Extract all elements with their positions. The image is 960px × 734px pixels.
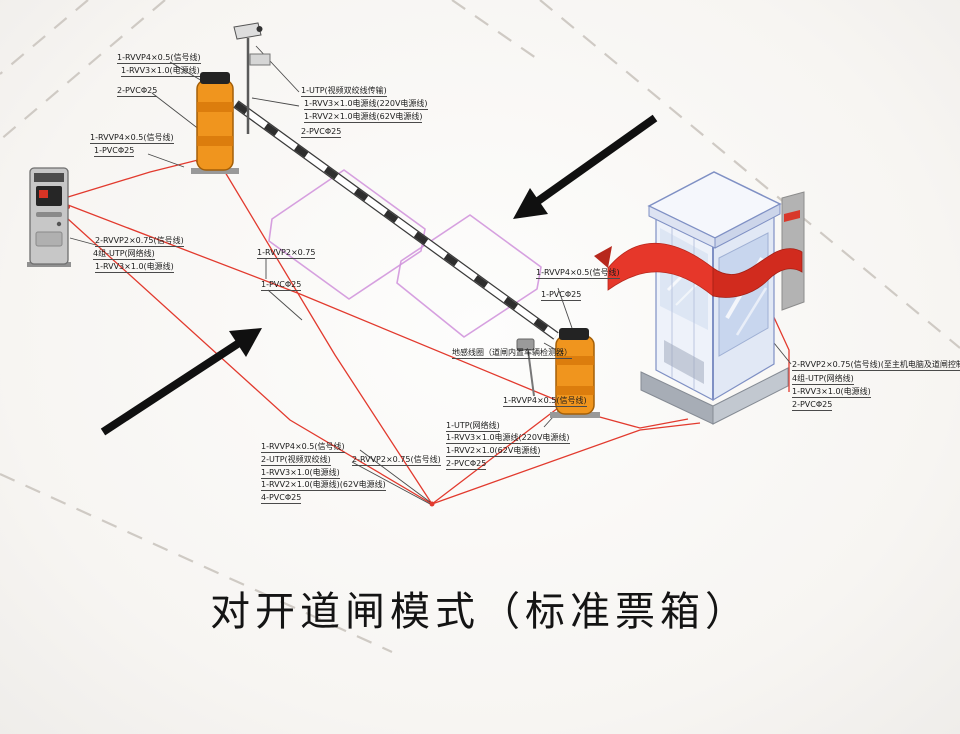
road-dashed-lines [0,0,960,654]
label-trunk-side: 2-RVVP2×0.75(信号线) [352,455,441,466]
label-right-barrier-power-3: 1-RVV2×1.0(62V电源线) [446,446,541,457]
barrier-arm [233,100,559,340]
cctv-camera-pole [233,22,271,134]
label-right-barrier-signal-2: 1-PVCΦ25 [541,290,582,301]
diagram-title: 对开道闸模式（标准票箱） [210,589,750,635]
label-camera-1: 1-UTP(视频双绞线传输) [301,86,387,97]
label-ticket-cables-2: 4组-UTP(网络线) [93,249,155,260]
guard-booth [594,171,803,425]
label-camera-4: 2-PVCΦ25 [301,127,342,138]
label-trunk-1: 1-RVVP4×0.5(信号线) [261,442,345,453]
label-ticket-cables-1: 2-RVVP2×0.75(信号线) [95,236,184,247]
label-booth-1: 2-RVVP2×0.75(信号线)(至主机电脑及道闸控制线) [792,360,960,371]
label-trunk-4: 1-RVV2×1.0(电源线)(62V电源线) [261,480,386,491]
label-left-barrier-3: 2-PVCΦ25 [117,86,158,97]
vehicle-detector [516,338,535,397]
label-left-barrier-2: 1-RVV3×1.0(电源线) [121,66,200,77]
label-right-barrier-signal-1: 1-RVVP4×0.5(信号线) [536,268,620,279]
ticket-dispenser [27,167,71,267]
label-ticket-conduit-1: 1-RVVP4×0.5(信号线) [90,133,174,144]
direction-arrow-outbound [100,328,262,436]
label-booth-3: 1-RVV3×1.0(电源线) [792,387,871,398]
red-wiring [66,159,790,507]
label-booth-2: 4组-UTP(网络线) [792,374,854,385]
left-barrier-gate [191,72,239,174]
label-right-barrier-power-1: 1-UTP(网络线) [446,421,500,432]
label-right-barrier-power-4: 2-PVCΦ25 [446,459,487,470]
label-left-barrier-1: 1-RVVP4×0.5(信号线) [117,53,201,64]
label-camera-2: 1-RVV3×1.0电源线(220V电源线) [304,99,428,110]
label-trunk-2: 2-UTP(视频双绞线) [261,455,331,466]
label-ground-loop: 地感线圈（道闸内置车辆检测器） [452,348,572,359]
right-barrier-gate [550,328,600,418]
label-right-barrier-power-2: 1-RVV3×1.0电源线(220V电源线) [446,433,570,444]
label-camera-3: 1-RVV2×1.0电源线(62V电源线) [304,112,423,123]
label-center-signal: 1-RVVP2×0.75 [257,248,316,259]
label-ticket-cables-3: 1-RVV3×1.0(电源线) [95,262,174,273]
label-booth-4: 2-PVCΦ25 [792,400,833,411]
island-outlines [268,169,542,338]
direction-arrow-inbound [513,114,658,219]
label-right-barrier-power-signal: 1-RVVP4×0.5(信号线) [503,396,587,407]
label-trunk-3: 1-RVV3×1.0(电源线) [261,468,340,479]
label-center-conduit: 1-PVCΦ25 [261,280,302,291]
label-trunk-5: 4-PVCΦ25 [261,493,302,504]
label-ticket-conduit-2: 1-PVCΦ25 [94,146,135,157]
